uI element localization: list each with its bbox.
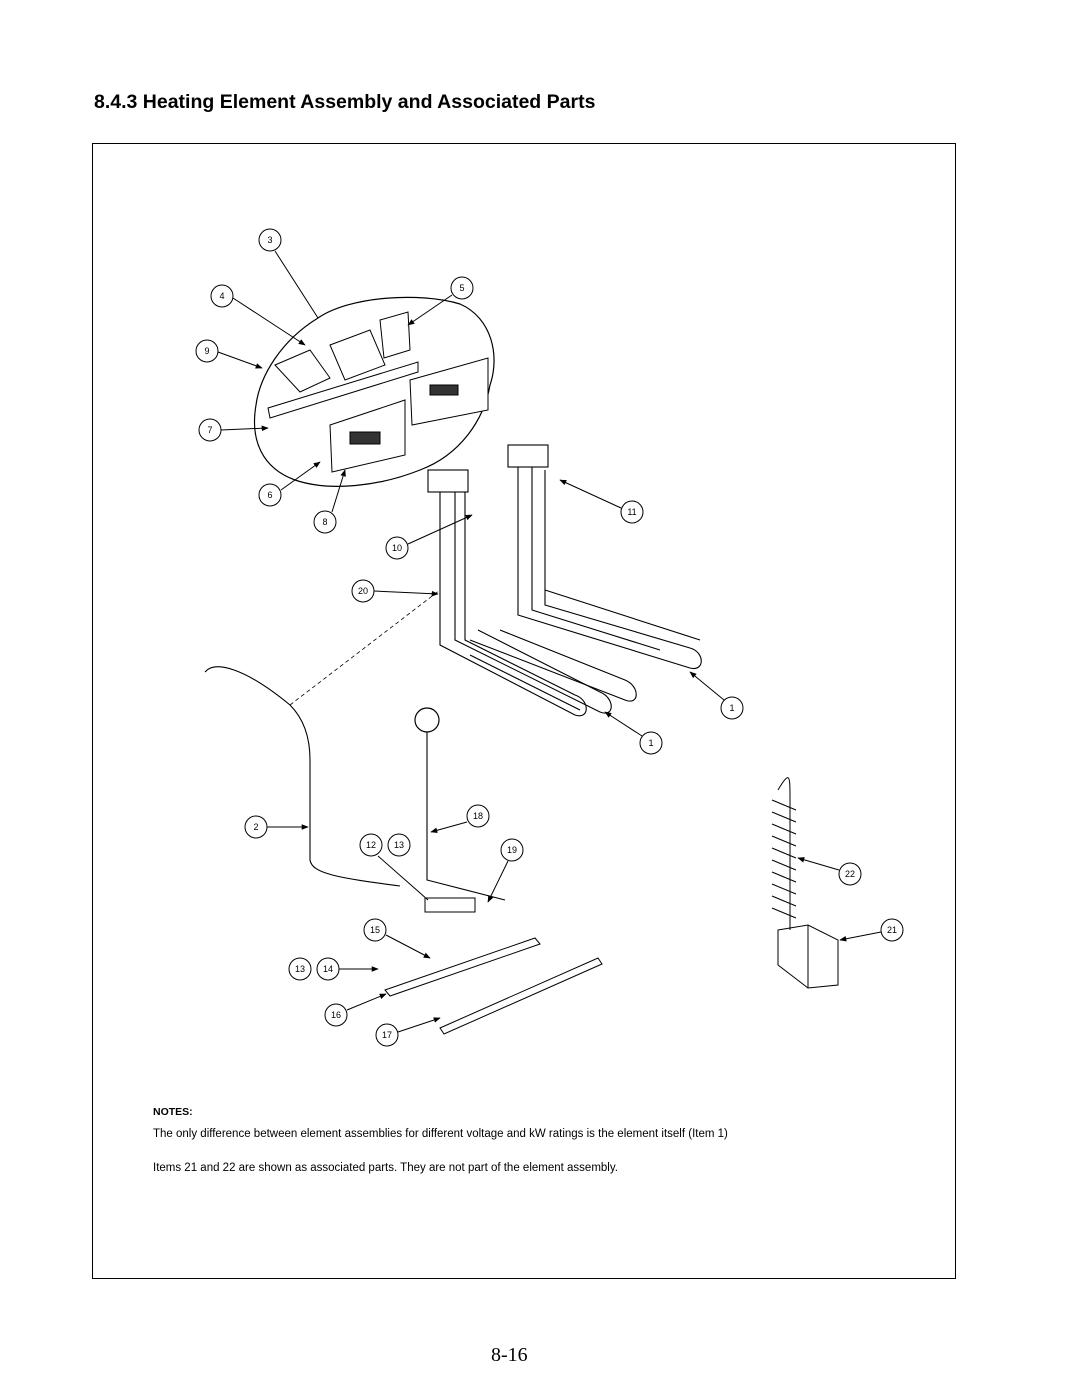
callout-13a: 13	[387, 833, 411, 857]
callout-2: 2	[244, 815, 309, 839]
svg-text:14: 14	[323, 964, 333, 974]
svg-text:1: 1	[729, 703, 734, 713]
callout-3: 3	[258, 228, 319, 319]
heating-element-rear	[507, 444, 702, 670]
svg-text:3: 3	[267, 235, 272, 245]
callout-6: 6	[258, 461, 321, 507]
callout-4: 4	[210, 284, 306, 346]
svg-text:7: 7	[207, 425, 212, 435]
svg-text:18: 18	[473, 811, 483, 821]
callout-12: 12	[359, 833, 429, 901]
svg-text:2: 2	[253, 822, 258, 832]
callout-11: 11	[559, 479, 644, 524]
note-item: Items 21 and 22 are shown as associated …	[153, 1162, 618, 1174]
svg-text:16: 16	[331, 1010, 341, 1020]
terminal-block-group	[267, 311, 489, 473]
hi-limit-bulb	[414, 707, 440, 733]
element-mounting-brackets	[384, 897, 603, 1035]
section-title: 8.4.3 Heating Element Assembly and Assoc…	[94, 91, 596, 113]
callout-10: 10	[385, 514, 473, 560]
svg-text:17: 17	[382, 1030, 392, 1040]
callout-21: 21	[839, 918, 904, 942]
spring	[771, 777, 797, 930]
probe-wire	[204, 666, 401, 887]
svg-text:11: 11	[627, 507, 636, 517]
svg-text:8: 8	[322, 517, 327, 527]
callout-8: 8	[313, 469, 346, 534]
svg-text:22: 22	[845, 869, 855, 879]
callout-5: 5	[407, 276, 474, 326]
svg-text:13: 13	[394, 840, 404, 850]
callout-1a: 1	[689, 671, 744, 720]
notes-heading: NOTES:	[153, 1106, 193, 1118]
callouts: 3 4 5 9 7 6 8 11 10 20 1 1 2 18 12 13 19…	[195, 228, 904, 1047]
note-item: The only difference between element asse…	[153, 1128, 728, 1140]
callout-17: 17	[375, 1017, 441, 1047]
svg-text:13: 13	[295, 964, 305, 974]
svg-text:15: 15	[370, 925, 380, 935]
detail-cloud-outline	[253, 296, 495, 487]
svg-text:6: 6	[267, 490, 272, 500]
callout-14: 14	[316, 957, 379, 981]
callout-18: 18	[430, 804, 490, 834]
callout-20: 20	[351, 579, 439, 603]
svg-text:19: 19	[507, 845, 517, 855]
svg-text:9: 9	[204, 346, 209, 356]
callout-7: 7	[198, 418, 269, 442]
callout-16: 16	[324, 993, 387, 1027]
spring-bracket	[777, 924, 839, 989]
svg-text:21: 21	[887, 925, 897, 935]
callout-13b: 13	[288, 957, 312, 981]
svg-text:5: 5	[459, 283, 464, 293]
svg-text:10: 10	[392, 543, 402, 553]
svg-text:1: 1	[648, 738, 653, 748]
callout-22: 22	[797, 857, 862, 886]
diagram-frame	[92, 143, 956, 1279]
svg-text:20: 20	[358, 586, 368, 596]
callout-1b: 1	[604, 711, 663, 755]
svg-text:4: 4	[219, 291, 224, 301]
page-number: 8-16	[491, 1344, 528, 1366]
callout-9: 9	[195, 339, 263, 369]
callout-19: 19	[487, 838, 524, 903]
callout-15: 15	[363, 918, 431, 959]
svg-text:12: 12	[366, 840, 376, 850]
heating-element-front	[427, 469, 637, 717]
